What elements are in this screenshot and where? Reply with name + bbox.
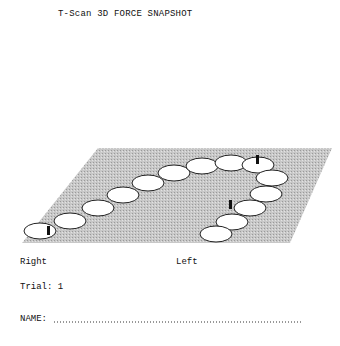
label: Right	[20, 258, 47, 268]
title: T-Scan 3D FORCE SNAPSHOT	[58, 10, 192, 20]
label: NAME:	[20, 315, 47, 325]
force-bar	[256, 155, 259, 164]
sensor-plane	[22, 148, 332, 243]
label: Left	[176, 258, 198, 268]
tooth-outline	[24, 223, 56, 239]
tooth-outline	[250, 186, 282, 202]
tooth-outline	[186, 158, 218, 174]
tooth-outline	[256, 170, 288, 186]
force-bar	[47, 226, 50, 235]
name-line	[54, 322, 302, 323]
tooth-outline	[158, 165, 190, 181]
tooth-outline	[54, 213, 86, 229]
tooth-outline	[200, 226, 232, 242]
dental-arch	[24, 155, 288, 242]
tooth-outline	[132, 175, 164, 191]
tooth-outline	[82, 200, 114, 216]
label: Trial: 1	[20, 283, 63, 293]
tooth-outline	[234, 200, 266, 216]
force-bar	[229, 200, 232, 209]
tooth-outline	[107, 187, 139, 203]
